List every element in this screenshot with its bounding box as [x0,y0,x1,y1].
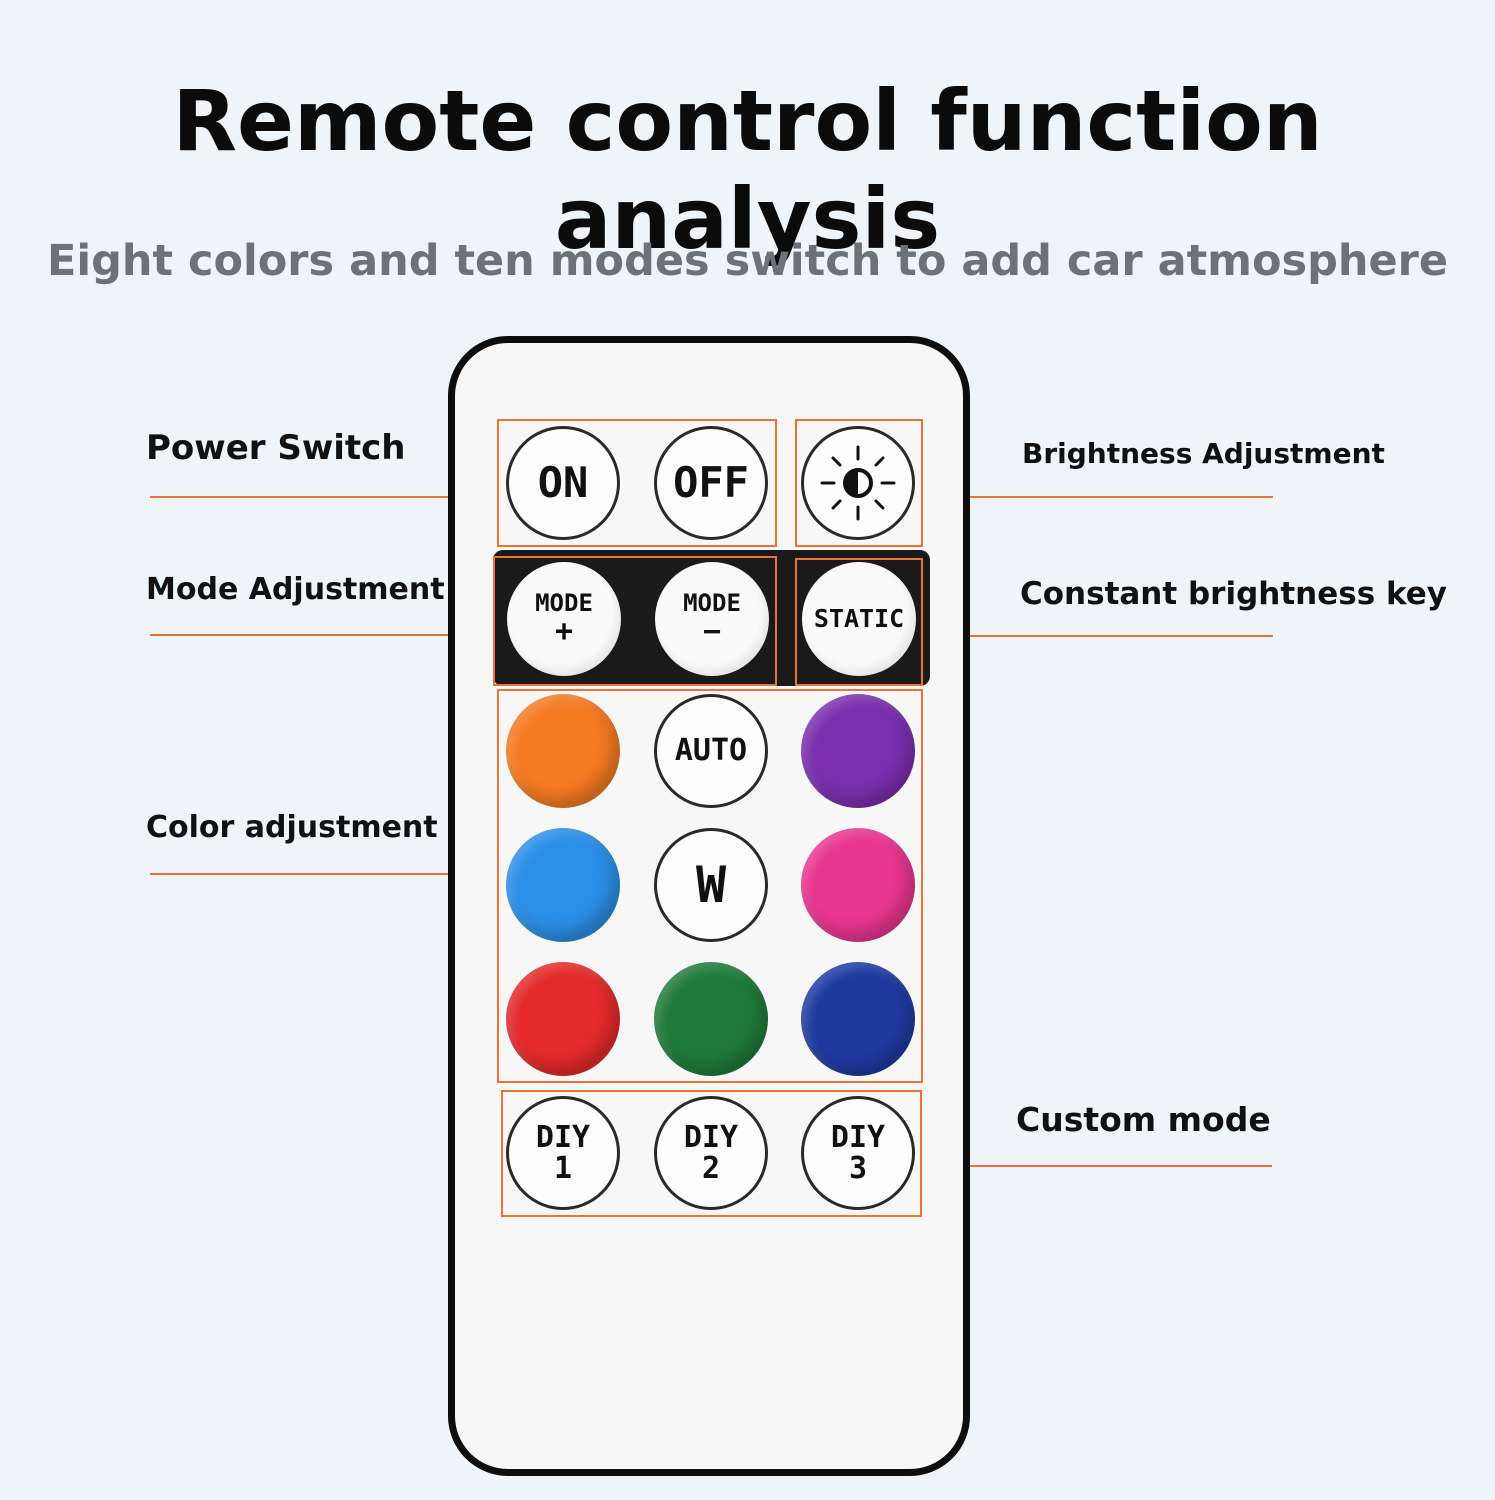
power-group-outline [497,419,777,547]
on-button-label: ON [537,457,589,507]
navy-color-button[interactable] [801,962,915,1076]
white-button[interactable]: W [654,828,768,942]
callout-mode-adjustment: Mode Adjustment [146,572,445,607]
callout-custom-mode: Custom mode [1016,1100,1271,1139]
callout-line-power [150,496,498,498]
mode-plus-label: MODE [535,588,593,617]
callout-line-custom [922,1165,1272,1167]
diy3-label: DIY [830,1119,886,1155]
diy2-number: 2 [701,1151,721,1186]
off-button[interactable]: OFF [654,426,768,540]
off-button-label: OFF [673,457,749,507]
mode-plus-sign: + [554,613,574,649]
mode-plus-button[interactable]: MODE + [507,562,621,676]
pink-color-button[interactable] [801,828,915,942]
page-title: Remote control function analysis [172,72,1323,268]
green-color-button[interactable] [654,962,768,1076]
brightness-sun-icon [820,445,896,521]
callout-power-switch: Power Switch [146,428,406,468]
callout-line-static [924,635,1273,637]
mode-minus-label: MODE [683,588,741,617]
callout-line-mode [150,634,496,636]
diy3-button[interactable]: DIY 3 [801,1096,915,1210]
callout-brightness-adjustment: Brightness Adjustment [1022,437,1385,470]
purple-color-button[interactable] [801,694,915,808]
white-button-label: W [695,855,727,914]
diy1-label: DIY [535,1119,591,1155]
diy-group-outline [501,1090,922,1217]
brightness-button[interactable] [801,426,915,540]
static-group-outline [795,558,923,686]
mode-minus-button[interactable]: MODE − [655,562,769,676]
callout-color-adjustment: Color adjustment [146,810,438,845]
blue-color-button[interactable] [506,828,620,942]
color-group-outline [497,689,923,1083]
auto-button[interactable]: AUTO [654,694,768,808]
brightness-group-outline [795,419,923,547]
callout-line-brightness [922,496,1273,498]
auto-button-label: AUTO [674,733,748,769]
red-color-button[interactable] [506,962,620,1076]
mode-minus-sign: − [702,613,722,649]
callout-line-color [150,873,500,875]
callout-constant-brightness: Constant brightness key [1020,576,1447,612]
diy2-label: DIY [683,1119,739,1155]
page-subtitle: Eight colors and ten modes switch to add… [46,236,1449,286]
on-button[interactable]: ON [506,426,620,540]
static-button-label: STATIC [813,603,905,633]
diy1-button[interactable]: DIY 1 [506,1096,620,1210]
orange-color-button[interactable] [506,694,620,808]
mode-group-outline [493,556,777,686]
diy3-number: 3 [848,1151,868,1186]
diy1-number: 1 [553,1151,573,1186]
diy2-button[interactable]: DIY 2 [654,1096,768,1210]
static-button[interactable]: STATIC [802,562,916,676]
